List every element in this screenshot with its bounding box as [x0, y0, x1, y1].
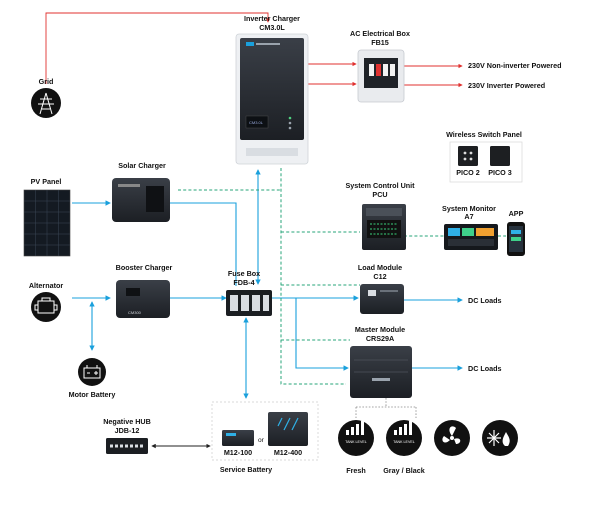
grid[interactable]: Grid [31, 77, 61, 118]
solar-charger-label: Solar Charger [118, 161, 166, 170]
ac-wires [45, 12, 463, 88]
sensor-wires [355, 398, 417, 418]
fresh-label: Fresh [346, 466, 366, 475]
monitor-screen [444, 224, 498, 250]
fuse-box-title: Fuse Box [228, 269, 260, 278]
battery-m12-100 [222, 430, 254, 446]
svg-text:TANK LEVEL: TANK LEVEL [393, 440, 415, 444]
pico3-label: PICO 3 [488, 168, 512, 177]
wireless-panel-title: Wireless Switch Panel [446, 130, 522, 139]
negative-hub-model: JDB-12 [115, 426, 140, 435]
gray-tank-sensor[interactable]: TANK LEVEL Gray / Black [383, 420, 425, 475]
pv-panel[interactable]: PV Panel [23, 177, 71, 257]
pico2-switch[interactable] [458, 146, 478, 166]
svg-text:TANK LEVEL: TANK LEVEL [345, 440, 367, 444]
inverter-title: Inverter Charger [244, 14, 300, 23]
pcu-title: System Control Unit [345, 181, 415, 190]
heater-device[interactable] [482, 420, 518, 456]
car-battery-icon [78, 358, 106, 386]
communication-wires [178, 168, 506, 385]
svg-text:CM3.0L: CM3.0L [249, 120, 264, 125]
grid-label: Grid [39, 77, 54, 86]
dc-output-2: DC Loads [468, 364, 502, 373]
ac-output-1: 230V Non-inverter Powered [468, 61, 561, 70]
load-module-body [360, 284, 404, 314]
wireless-switch-panel[interactable]: Wireless Switch Panel PICO 2 PICO 3 [446, 130, 523, 183]
monitor-title: System Monitor [442, 204, 496, 213]
pcu-model: PCU [372, 190, 387, 199]
tank-level-icon [338, 420, 374, 456]
inverter-display [245, 115, 269, 129]
inverter-model: CM3.0L [259, 23, 285, 32]
ac-output-2: 230V Inverter Powered [468, 81, 545, 90]
brand-logo-icon [246, 42, 254, 46]
fresh-tank-sensor[interactable]: TANK LEVEL Fresh [338, 420, 374, 475]
pico2-label: PICO 2 [456, 168, 480, 177]
booster-body [116, 280, 170, 318]
inverter-charger[interactable]: Inverter Charger CM3.0L CM3.0L [235, 14, 309, 165]
ac-electrical-box[interactable]: AC Electrical Box FB15 [350, 29, 410, 103]
battery-m12-400 [268, 412, 308, 446]
battery-m12-100-label: M12-100 [224, 448, 252, 457]
system-control-unit[interactable]: System Control Unit PCU [345, 181, 415, 250]
dc-output-1: DC Loads [468, 296, 502, 305]
load-module-model: C12 [373, 272, 386, 281]
negative-hub[interactable]: Negative HUB JDB-12 [103, 417, 151, 454]
ac-box-title: AC Electrical Box [350, 29, 410, 38]
breaker-icon [369, 64, 374, 76]
dc-wires [72, 169, 463, 399]
load-module-title: Load Module [358, 263, 402, 272]
battery-m12-400-label: M12-400 [274, 448, 302, 457]
ac-box-model: FB15 [371, 38, 389, 47]
inverter-panel [240, 38, 304, 140]
master-module-title: Master Module [355, 325, 405, 334]
pv-panel-label: PV Panel [31, 177, 62, 186]
service-battery[interactable]: or M12-100 M12-400 Service Battery [211, 401, 319, 474]
app-label: APP [509, 209, 524, 218]
pylon-icon [31, 88, 61, 118]
service-battery-label: Service Battery [220, 465, 272, 474]
system-monitor[interactable]: System Monitor A7 [442, 204, 498, 250]
gray-black-label: Gray / Black [383, 466, 425, 475]
app[interactable]: APP [507, 209, 525, 256]
fan-device[interactable] [434, 420, 470, 456]
fuse-box-model: FDB-4 [233, 278, 254, 287]
negative-hub-title: Negative HUB [103, 417, 151, 426]
svg-text:CM300: CM300 [128, 310, 142, 315]
alternator[interactable]: Alternator [29, 281, 64, 322]
load-module[interactable]: Load Module C12 [358, 263, 404, 314]
pico3-switch[interactable] [490, 146, 510, 166]
solar-charger[interactable]: Solar Charger [112, 161, 170, 222]
monitor-model: A7 [464, 212, 473, 221]
motor-battery-label: Motor Battery [69, 390, 116, 399]
tank-level-icon [386, 420, 422, 456]
battery-or: or [258, 437, 265, 444]
alternator-label: Alternator [29, 281, 64, 290]
booster-label: Booster Charger [116, 263, 173, 272]
motor-battery[interactable]: Motor Battery [69, 358, 116, 399]
fuse-box[interactable]: Fuse Box FDB-4 [226, 269, 272, 316]
master-module[interactable]: Master Module CRS29A [350, 325, 412, 398]
booster-charger[interactable]: Booster Charger CM300 [116, 263, 173, 318]
engine-icon [31, 292, 61, 322]
master-module-model: CRS29A [366, 334, 394, 343]
sensors: TANK LEVEL Fresh TANK LEVEL Gray / Black [338, 420, 518, 475]
